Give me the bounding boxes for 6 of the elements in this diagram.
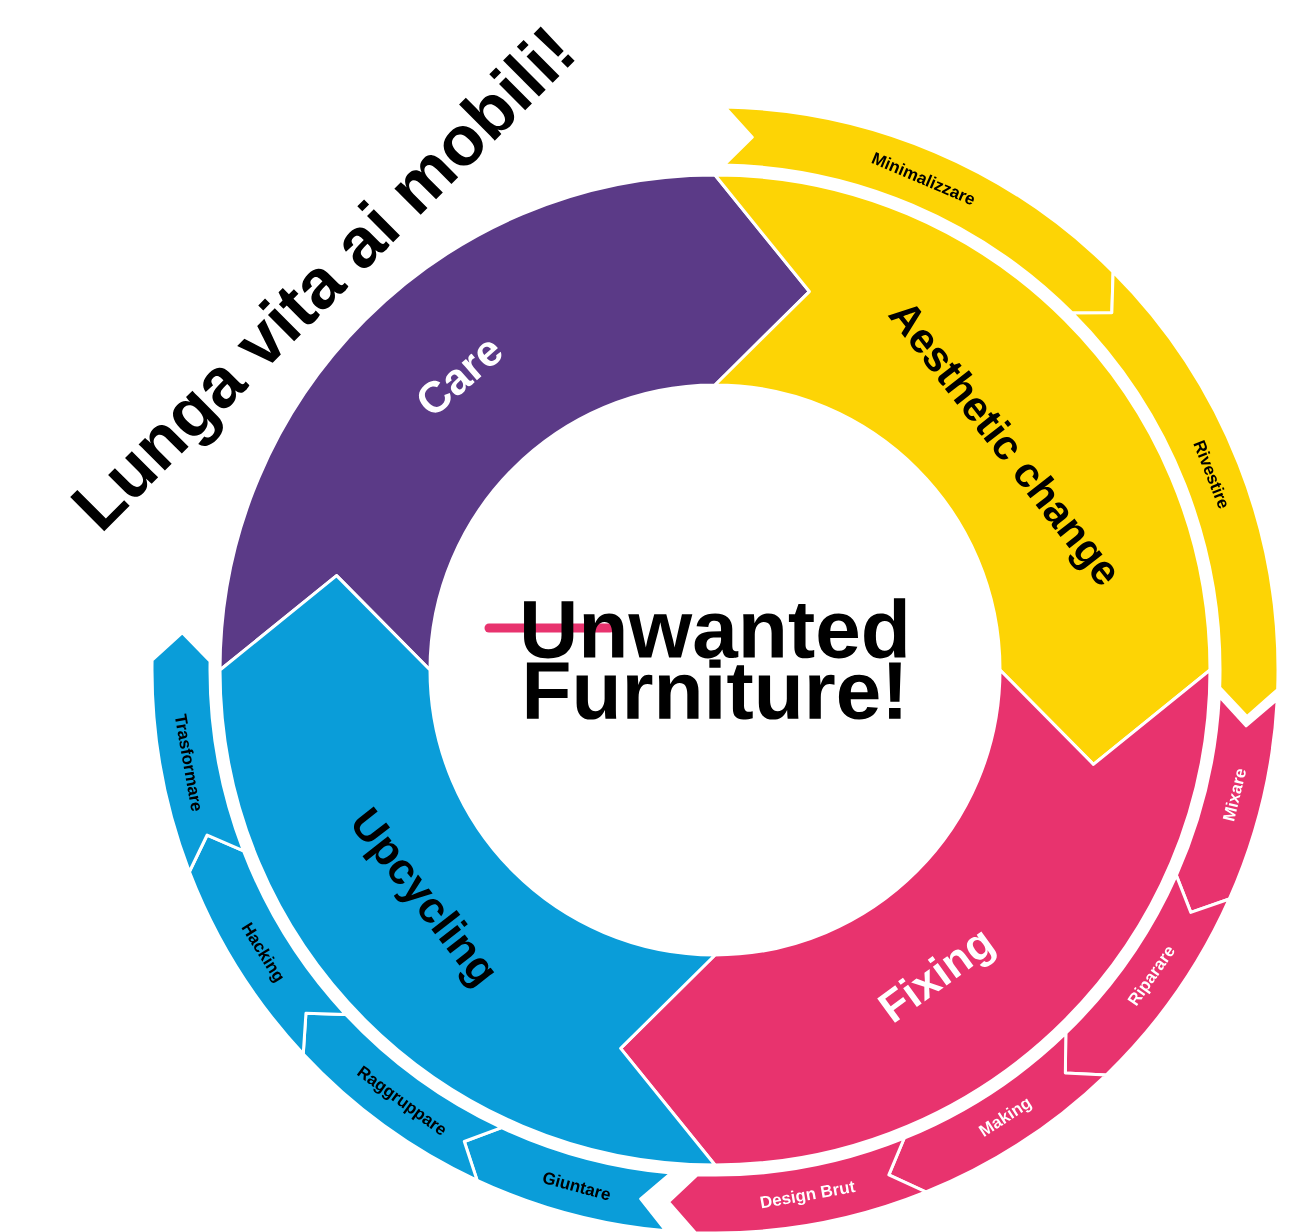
ring-segment: Trasformare (150, 631, 246, 874)
ring-segment: Design Brut (666, 1136, 928, 1232)
ring-segment: Giuntare (462, 1126, 673, 1232)
node-label: Giuntare (543, 1172, 610, 1200)
node-label: Design Brut (760, 1181, 856, 1209)
ring-segment: Mixare (1174, 694, 1279, 914)
